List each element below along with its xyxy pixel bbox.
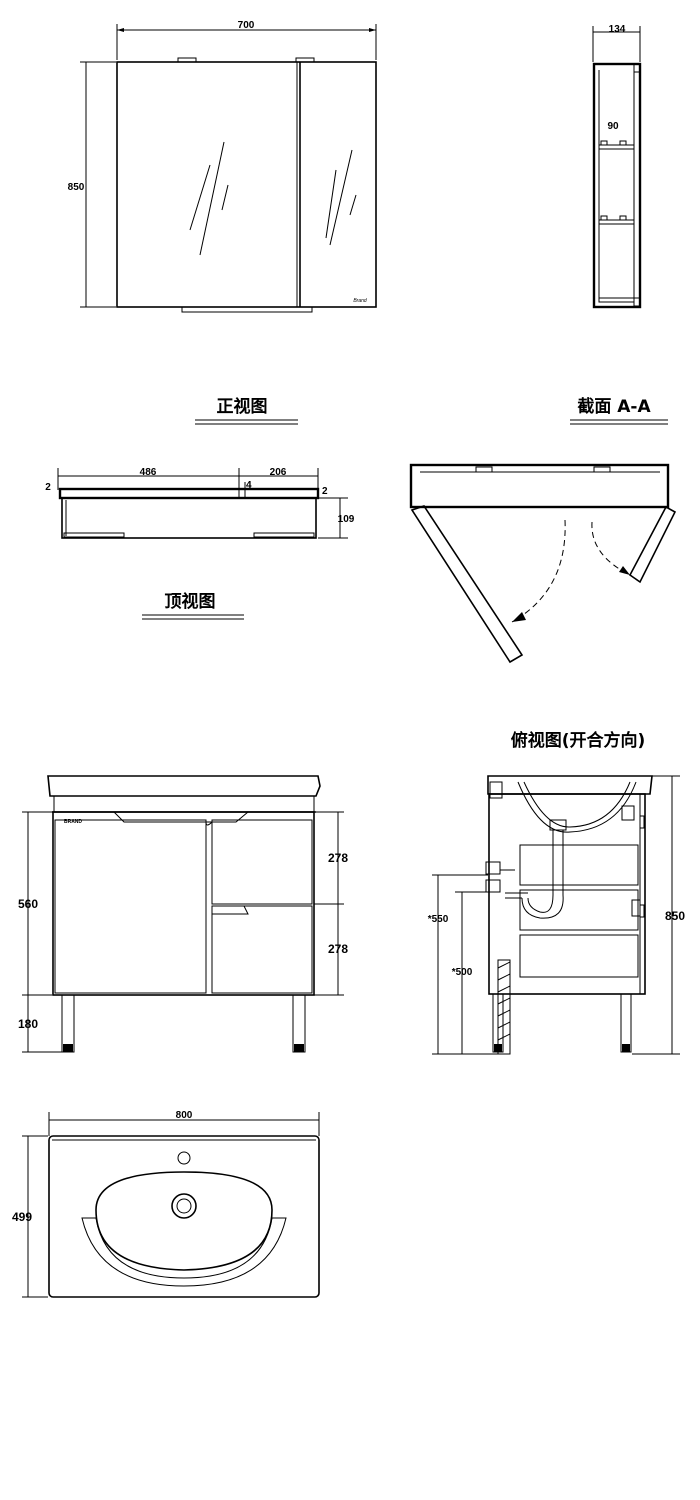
side-inlet-label: *550 bbox=[428, 914, 449, 925]
top-gap-label: 4 bbox=[246, 480, 252, 491]
top-edge-left-label: 2 bbox=[45, 482, 51, 493]
side-total-height-label: 850 bbox=[665, 909, 685, 923]
vanity-brand-logo: BRAND bbox=[64, 819, 82, 825]
plan-view-open bbox=[409, 463, 677, 664]
side-drain-label: *500 bbox=[452, 967, 473, 978]
front-view: 700 850 Brand bbox=[68, 20, 377, 313]
vanity-height-label: 560 bbox=[18, 897, 38, 911]
top-left-width-label: 486 bbox=[140, 467, 157, 478]
vanity-drawer-top-label: 278 bbox=[328, 851, 348, 865]
vanity-front: BRAND 560 180 278 278 bbox=[18, 775, 348, 1053]
basin-width-label: 800 bbox=[176, 1110, 193, 1121]
front-height-label: 850 bbox=[68, 182, 85, 193]
section-depth-label: 134 bbox=[609, 24, 626, 35]
section-view: 134 90 bbox=[592, 24, 642, 309]
title-top: 顶视图 bbox=[142, 591, 244, 620]
section-view-title: 截面 A-A bbox=[577, 396, 651, 417]
top-depth-label: 109 bbox=[338, 514, 355, 525]
title-plan-open: 俯视图(开合方向) bbox=[511, 730, 646, 751]
vanity-side: *550 *500 850 bbox=[428, 775, 685, 1055]
basin-top: 800 499 bbox=[12, 1110, 320, 1298]
basin-depth-label: 499 bbox=[12, 1210, 32, 1224]
vanity-leg-label: 180 bbox=[18, 1017, 38, 1031]
top-view-title: 顶视图 bbox=[165, 591, 216, 612]
top-edge-right-label: 2 bbox=[322, 486, 328, 497]
top-view: 486 206 2 4 2 109 bbox=[45, 467, 355, 539]
front-width-label: 700 bbox=[238, 20, 255, 31]
title-section: 截面 A-A bbox=[570, 396, 668, 425]
vanity-drawer-bottom-label: 278 bbox=[328, 942, 348, 956]
front-view-title: 正视图 bbox=[217, 396, 268, 417]
plan-open-title: 俯视图(开合方向) bbox=[511, 730, 646, 751]
section-inner-label: 90 bbox=[607, 121, 619, 132]
top-right-width-label: 206 bbox=[270, 467, 287, 478]
title-front: 正视图 bbox=[195, 396, 298, 425]
front-brand-logo: Brand bbox=[353, 298, 367, 304]
